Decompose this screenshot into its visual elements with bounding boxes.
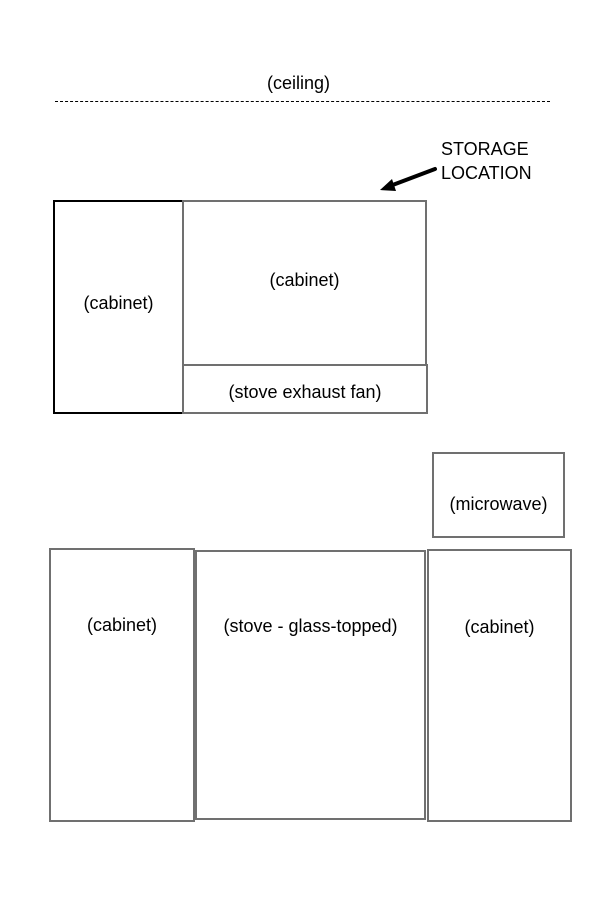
storage-arrow-icon xyxy=(380,167,437,191)
lower-right-cabinet-label: (cabinet) xyxy=(464,617,535,637)
storage-location-line1: STORAGE xyxy=(441,139,529,159)
ceiling-line xyxy=(55,101,550,102)
ceiling-label: (ceiling) xyxy=(267,73,331,93)
microwave: (microwave) xyxy=(432,452,565,538)
upper-left-cabinet-label: (cabinet) xyxy=(83,293,154,313)
microwave-label: (microwave) xyxy=(449,494,548,514)
upper-right-cabinet-label: (cabinet) xyxy=(269,270,340,290)
lower-left-cabinet-label: (cabinet) xyxy=(86,615,158,635)
stove-exhaust-fan: (stove exhaust fan) xyxy=(182,364,428,414)
storage-location-label: STORAGE LOCATION xyxy=(441,137,532,185)
stove-glass-topped: (stove - glass-topped) xyxy=(195,550,426,820)
lower-left-cabinet: (cabinet) xyxy=(49,548,195,822)
storage-location-line2: LOCATION xyxy=(441,163,532,183)
upper-right-cabinet: (cabinet) xyxy=(182,200,427,366)
stove-glass-topped-label: (stove - glass-topped) xyxy=(223,616,398,636)
lower-right-cabinet: (cabinet) xyxy=(427,549,572,822)
stove-exhaust-fan-label: (stove exhaust fan) xyxy=(228,382,382,402)
upper-left-cabinet: (cabinet) xyxy=(53,200,184,414)
